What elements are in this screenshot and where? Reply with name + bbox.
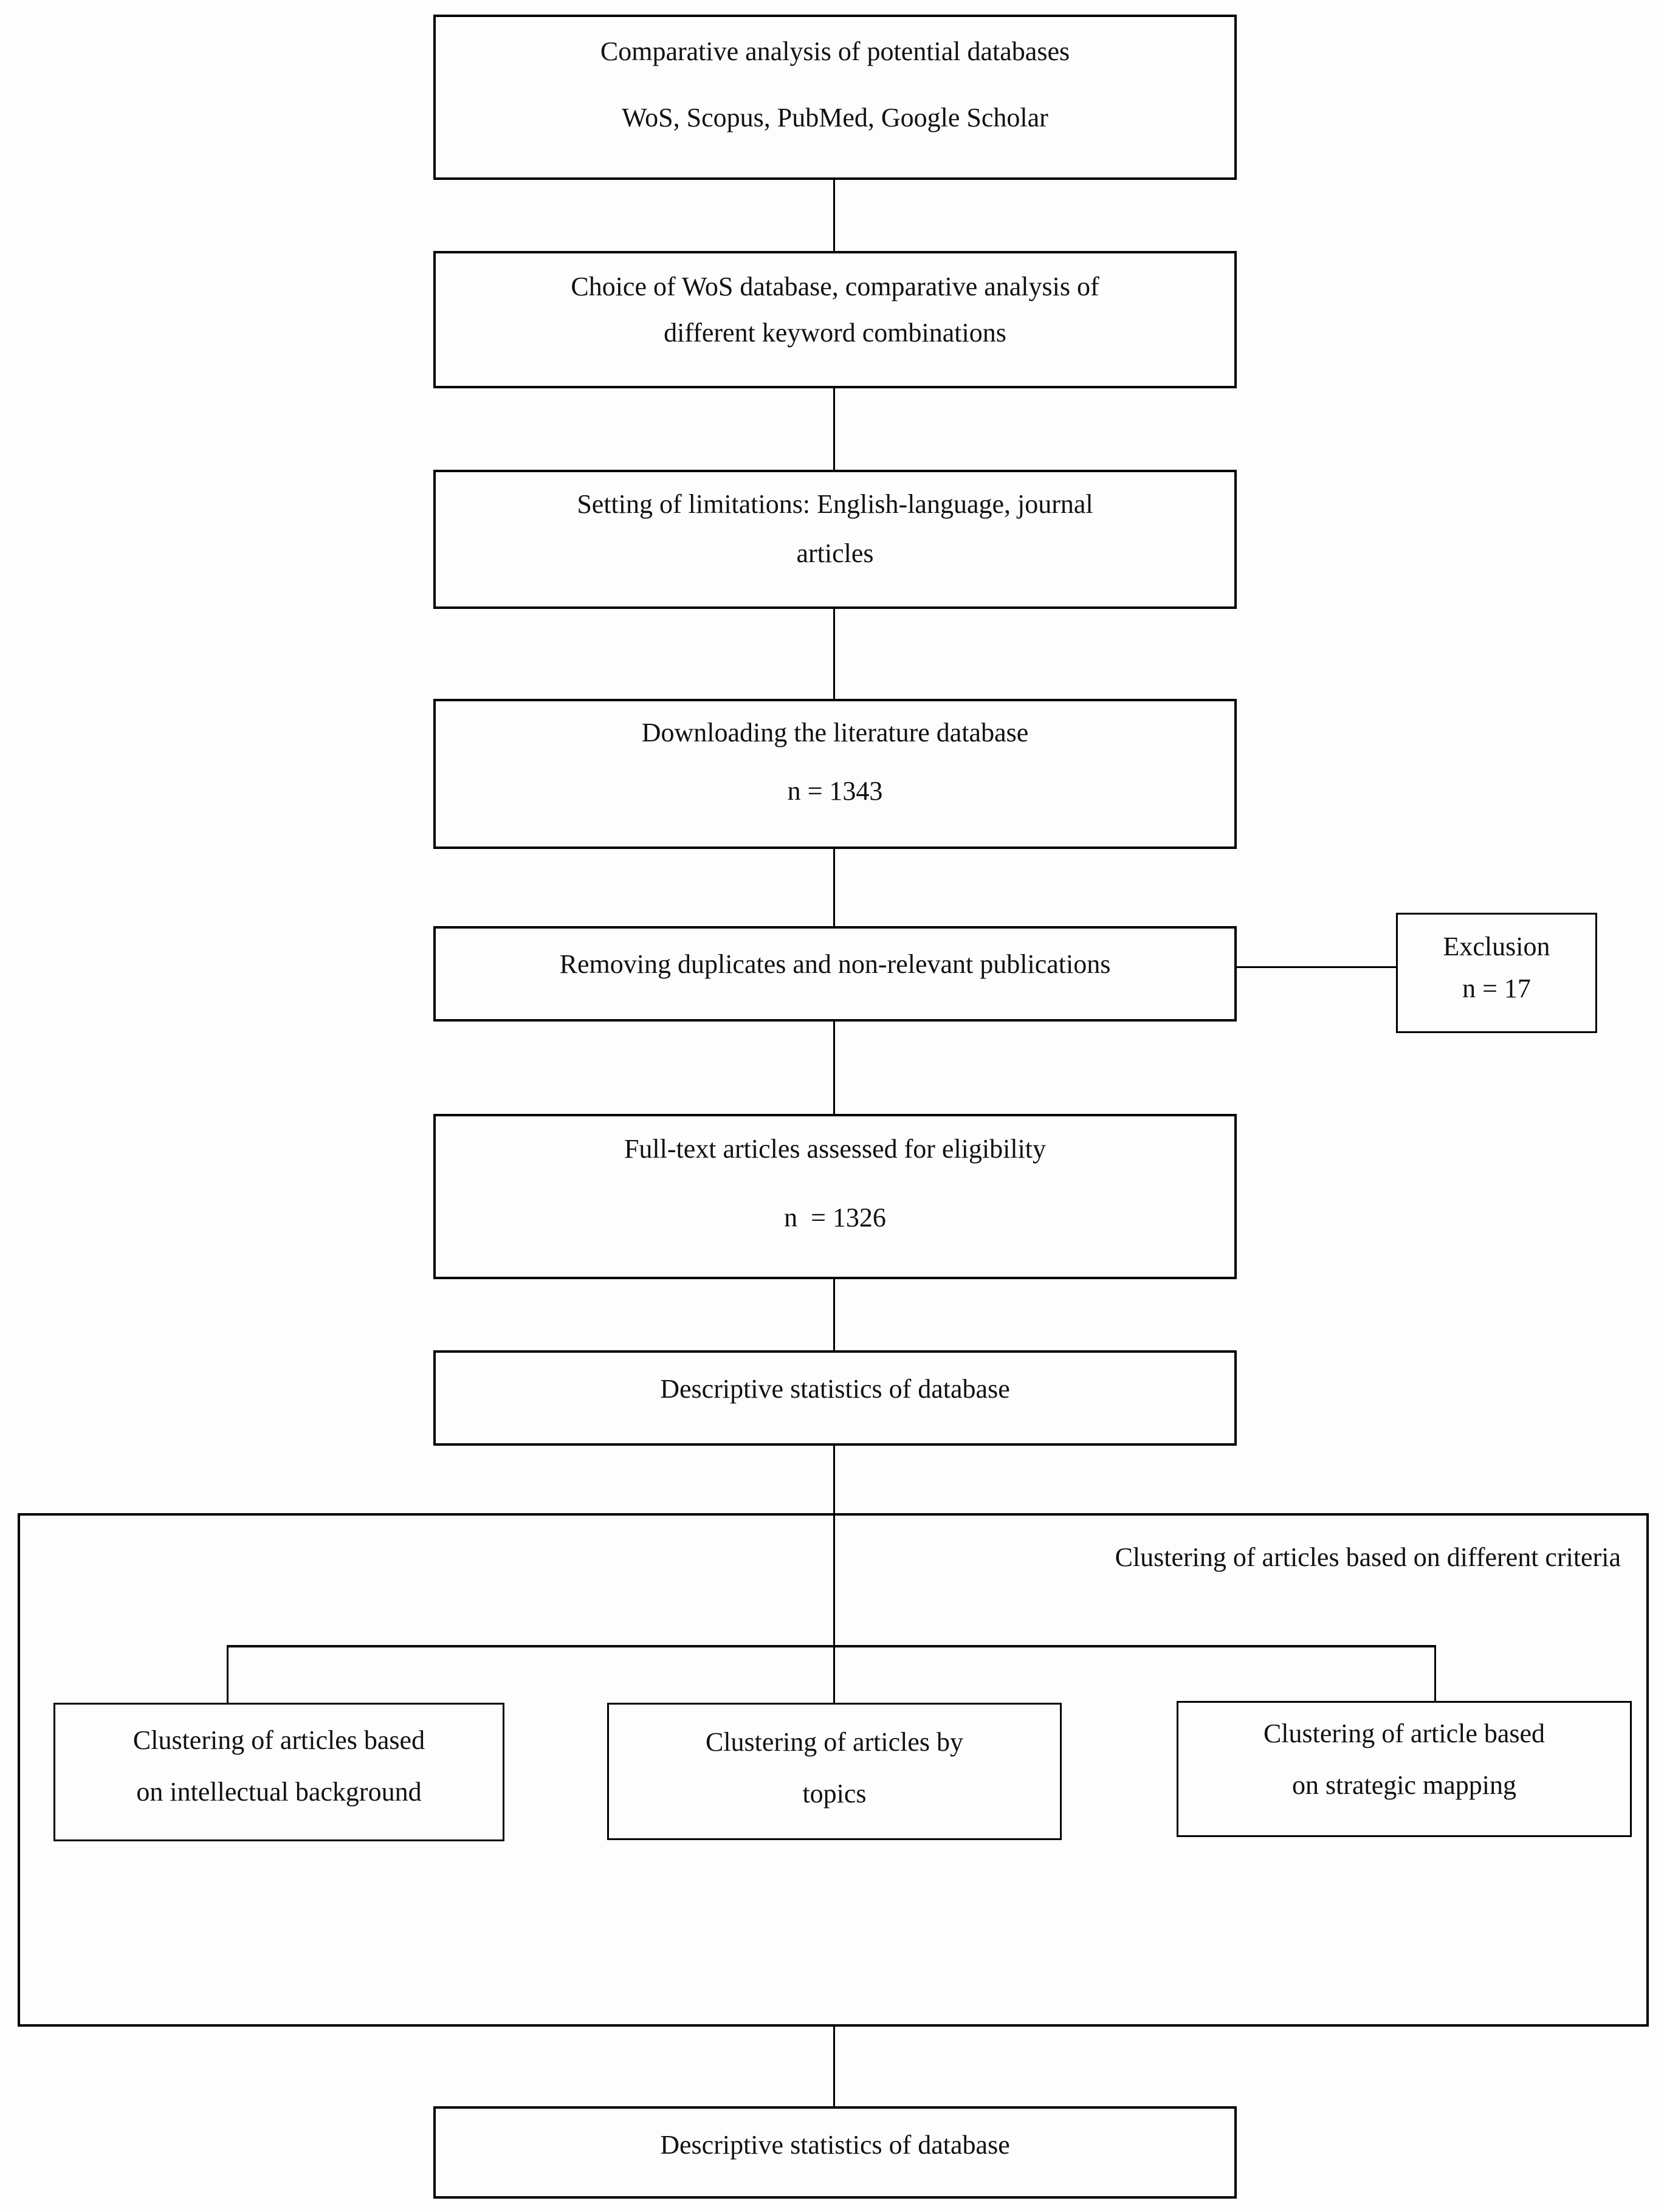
text-line: n = 1343 — [787, 776, 883, 806]
flow-box-cluster-topics: Clustering of articles by topics — [607, 1703, 1062, 1840]
flow-box-download-database: Downloading the literature database n = … — [433, 699, 1237, 849]
connector-removing-to-exclusion — [1236, 966, 1396, 968]
text-line: articles — [796, 538, 874, 568]
text-line: n = 17 — [1462, 974, 1531, 1003]
text-line: on intellectual background — [136, 1777, 422, 1807]
text-line: n = 1326 — [784, 1203, 886, 1232]
connector-cluster-branch-line — [227, 1645, 1436, 1647]
text-line: Clustering of articles by — [705, 1727, 963, 1757]
flow-box-descriptive-statistics-final: Descriptive statistics of database — [433, 2106, 1237, 2199]
clustering-group-title: Clustering of articles based on differen… — [1115, 1542, 1621, 1572]
connector-downloading-to-removing — [833, 849, 835, 927]
connector-choice-to-limitations — [833, 388, 835, 470]
connector-limitations-to-downloading — [833, 609, 835, 699]
flow-box-comparative-databases: Comparative analysis of potential databa… — [433, 15, 1237, 180]
connector-branch-to-intellectual — [227, 1645, 229, 1704]
connector-branch-to-strategic — [1434, 1645, 1436, 1702]
text-line: topics — [802, 1779, 867, 1808]
flow-box-exclusion: Exclusion n = 17 — [1396, 913, 1597, 1033]
flow-box-fulltext-eligibility: Full-text articles assessed for eligibil… — [433, 1114, 1237, 1279]
connector-removing-to-fulltext — [833, 1022, 835, 1115]
connector-group-to-descriptive-final — [833, 2027, 835, 2107]
text-line: WoS, Scopus, PubMed, Google Scholar — [622, 103, 1048, 132]
text-line: Setting of limitations: English-language… — [577, 489, 1093, 519]
text-line: Descriptive statistics of database — [660, 2129, 1010, 2160]
text-line: Exclusion — [1443, 932, 1550, 962]
text-line: on strategic mapping — [1291, 1770, 1516, 1800]
flow-box-cluster-strategic: Clustering of article based on strategic… — [1177, 1701, 1632, 1837]
text-line: Clustering of articles based — [132, 1725, 425, 1756]
text-line: Full-text articles assessed for eligibil… — [624, 1134, 1047, 1164]
flow-box-remove-duplicates: Removing duplicates and non-relevant pub… — [433, 926, 1237, 1022]
flow-box-keyword-choice: Choice of WoS database, comparative anal… — [433, 251, 1237, 388]
connector-comparative-to-choice — [833, 180, 835, 252]
flow-box-cluster-intellectual: Clustering of articles based on intellec… — [53, 1703, 504, 1841]
text-line: Downloading the literature database — [641, 718, 1029, 748]
connector-fulltext-to-descriptive — [833, 1279, 835, 1351]
text-line: Descriptive statistics of database — [660, 1374, 1010, 1404]
connector-descriptive-to-cluster-topics — [833, 1446, 835, 1704]
text-line: Choice of WoS database, comparative anal… — [571, 271, 1099, 301]
flow-box-descriptive-statistics: Descriptive statistics of database — [433, 1350, 1237, 1446]
text-line: different keyword combinations — [664, 317, 1006, 348]
text-line: Comparative analysis of potential databa… — [600, 36, 1070, 67]
text-line: Removing duplicates and non-relevant pub… — [559, 949, 1111, 980]
flow-box-limitations: Setting of limitations: English-language… — [433, 470, 1237, 609]
text-line: Clustering of article based — [1263, 1719, 1545, 1749]
